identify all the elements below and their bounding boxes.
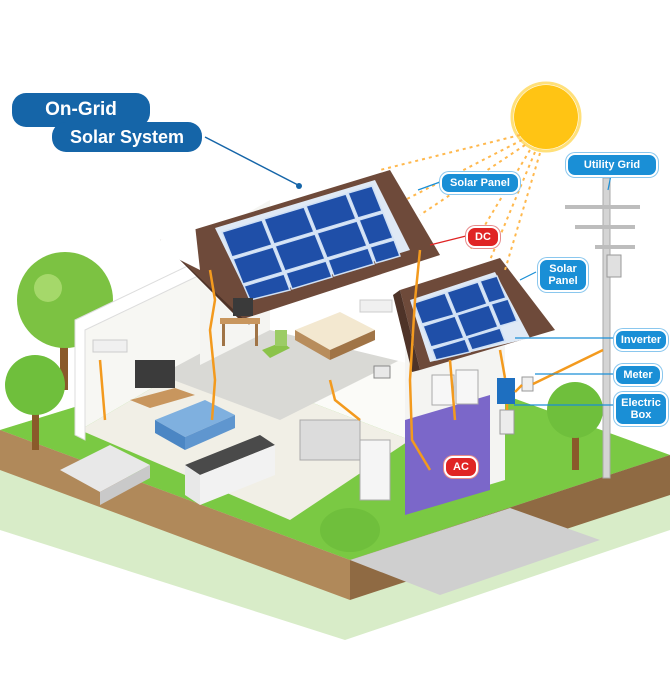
front-steps — [60, 445, 150, 505]
label-solar-panel-annex: Solar Panel — [538, 258, 588, 292]
sun — [510, 81, 582, 153]
tree-right — [547, 382, 603, 470]
electric-box-unit — [499, 409, 515, 435]
label-connectors — [417, 174, 614, 406]
title-line-2: Solar System — [52, 122, 202, 152]
title-line-1: On-Grid — [12, 93, 150, 127]
label-solar-panel-annex-line2: Panel — [548, 275, 578, 287]
tag-dc: DC — [466, 226, 500, 248]
tree-front — [320, 508, 380, 552]
annex-solar-panel — [410, 272, 530, 362]
label-solar-panel-main: Solar Panel — [440, 172, 520, 194]
wiring — [98, 249, 604, 471]
label-electric-box-line1: Electric — [621, 397, 661, 409]
label-solar-panel-annex-line1: Solar — [549, 263, 577, 275]
main-solar-panel — [215, 180, 410, 301]
meter-unit — [521, 376, 534, 392]
label-electric-box-line2: Box — [630, 409, 652, 421]
utility-pole — [565, 177, 640, 479]
label-inverter: Inverter — [614, 329, 668, 351]
label-utility-grid: Utility Grid — [566, 153, 658, 177]
devices — [373, 365, 534, 435]
label-electric-box: Electric Box — [614, 392, 668, 426]
inverter-unit — [497, 378, 515, 404]
label-meter: Meter — [614, 364, 662, 386]
tree-left-front — [5, 355, 65, 450]
tag-ac: AC — [444, 456, 478, 478]
furniture — [92, 298, 479, 505]
indoor-panel — [373, 365, 391, 379]
title-connector — [204, 136, 302, 189]
